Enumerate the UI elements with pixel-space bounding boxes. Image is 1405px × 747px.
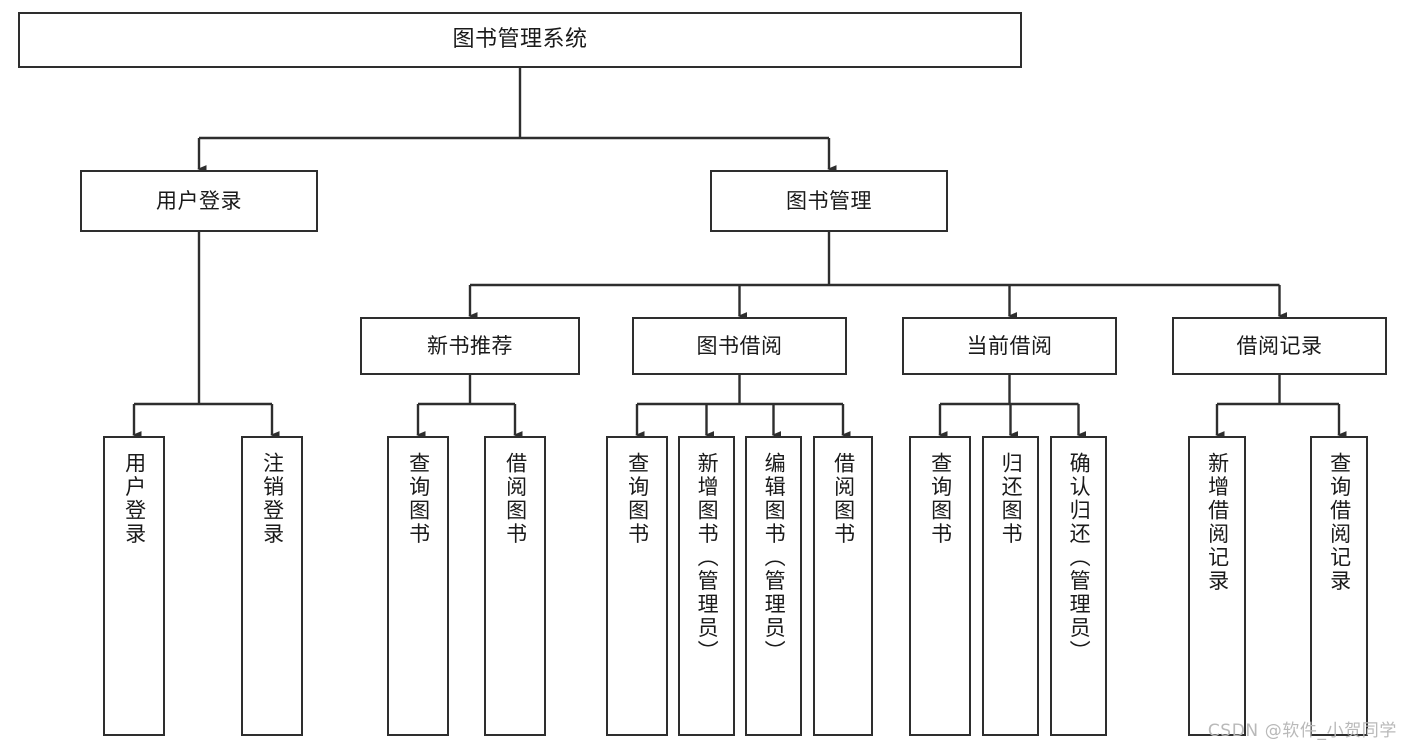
node-leaf-borrow-book-1[interactable]: 借阅图书 [484,436,546,736]
node-leaf-add-record[interactable]: 新增借阅记录 [1188,436,1246,736]
node-book-manage[interactable]: 图书管理 [710,170,948,232]
node-borrow-record[interactable]: 借阅记录 [1172,317,1387,375]
node-label: 图书管理系统 [452,27,588,53]
node-label: 编辑图书（管理员） [762,452,787,664]
node-label: 归还图书 [999,452,1024,546]
node-user-login[interactable]: 用户登录 [80,170,318,232]
node-leaf-query-book-2[interactable]: 查询图书 [606,436,668,736]
node-label: 图书借阅 [696,333,783,358]
node-label: 确认归还（管理员） [1067,452,1092,664]
node-leaf-edit-book[interactable]: 编辑图书（管理员） [745,436,802,736]
node-label: 用户登录 [122,452,147,546]
node-book-borrow[interactable]: 图书借阅 [632,317,847,375]
node-leaf-user-logout[interactable]: 注销登录 [241,436,303,736]
node-label: 图书管理 [786,188,872,213]
node-label: 注销登录 [260,452,285,546]
node-leaf-return-book[interactable]: 归还图书 [982,436,1039,736]
node-label: 新书推荐 [427,333,513,358]
node-new-book-rec[interactable]: 新书推荐 [360,317,580,375]
node-current-borrow[interactable]: 当前借阅 [902,317,1117,375]
node-label: 查询图书 [928,452,953,546]
node-label: 新增借阅记录 [1205,452,1230,593]
node-leaf-query-book-1[interactable]: 查询图书 [387,436,449,736]
node-leaf-query-record[interactable]: 查询借阅记录 [1310,436,1368,736]
node-leaf-user-login[interactable]: 用户登录 [103,436,165,736]
node-leaf-confirm-return[interactable]: 确认归还（管理员） [1050,436,1107,736]
node-label: 借阅记录 [1236,333,1323,358]
node-label: 用户登录 [156,188,242,213]
node-label: 当前借阅 [966,333,1053,358]
node-label: 查询图书 [625,452,650,546]
node-label: 借阅图书 [831,452,856,546]
node-leaf-add-book[interactable]: 新增图书（管理员） [678,436,735,736]
node-root[interactable]: 图书管理系统 [18,12,1022,68]
node-label: 查询借阅记录 [1327,452,1352,593]
node-leaf-borrow-book-2[interactable]: 借阅图书 [813,436,873,736]
node-label: 查询图书 [406,452,431,546]
node-leaf-query-book-3[interactable]: 查询图书 [909,436,971,736]
node-label: 新增图书（管理员） [695,452,720,664]
watermark: CSDN @软件_小贺同学 [1207,721,1397,741]
node-label: 借阅图书 [503,452,528,546]
